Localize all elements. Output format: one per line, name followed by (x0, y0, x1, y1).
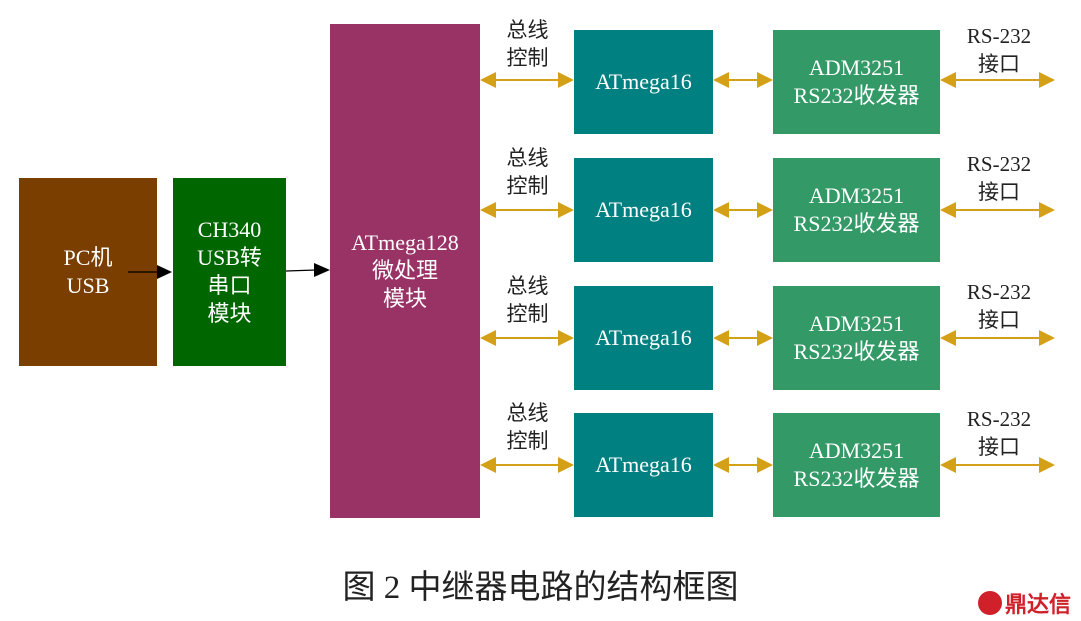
port-label-line: RS-232 (966, 407, 1032, 431)
xcvr-label: RS232收发器 (793, 83, 920, 108)
adm3251-block: ADM3251 RS232收发器 (773, 158, 940, 262)
rs232-arrow (940, 72, 1055, 88)
figure-caption: 图 2 中继器电路的结构框图 (342, 570, 739, 606)
bus-arrow (480, 330, 574, 346)
pc-label: PC机 (63, 245, 113, 270)
atmega16-block: ATmega16 (574, 30, 713, 134)
mcu-label: ATmega128 (351, 230, 459, 255)
ch340-label: 串口 (207, 273, 252, 298)
adm3251-block: ADM3251 RS232收发器 (773, 413, 940, 517)
bus-label-line: 总线 (506, 401, 549, 425)
rs232-arrow (940, 202, 1055, 218)
xcvr-label: ADM3251 (808, 311, 905, 336)
bus-control-label: 总线 控制 (495, 144, 560, 200)
bus-label-line: 总线 (506, 146, 549, 170)
logo-text: 鼎达信 (1005, 593, 1072, 618)
atmega16-block: ATmega16 (574, 286, 713, 390)
adm3251-block: ADM3251 RS232收发器 (773, 30, 940, 134)
atmega16-block: ATmega16 (574, 158, 713, 262)
rs232-port-label: RS-232 接口 (955, 405, 1043, 461)
port-label-line: RS-232 (966, 280, 1032, 304)
rs232-port-label: RS-232 接口 (955, 22, 1043, 78)
link-arrow (713, 330, 773, 346)
link-arrow (713, 457, 773, 473)
pc-label: USB (66, 273, 110, 298)
bus-label-line: 控制 (506, 429, 549, 453)
port-label-line: 接口 (978, 180, 1020, 204)
xcvr-label: RS232收发器 (793, 211, 920, 236)
rs232-arrow (940, 330, 1055, 346)
atmega16-label: ATmega16 (595, 325, 692, 350)
bus-label-line: 总线 (506, 18, 549, 42)
port-label-line: 接口 (978, 435, 1020, 459)
watermark-logo: 鼎达信 (978, 587, 1071, 619)
bus-label-line: 控制 (506, 302, 549, 326)
mcu-label: 模块 (382, 286, 427, 311)
atmega16-label: ATmega16 (595, 69, 692, 94)
logo-icon (978, 591, 1002, 615)
xcvr-label: RS232收发器 (793, 339, 920, 364)
rs232-port-label: RS-232 接口 (955, 278, 1043, 334)
atmega128-block: ATmega128 微处理 模块 (330, 24, 480, 518)
bus-control-label: 总线 控制 (495, 399, 560, 455)
port-label-line: 接口 (978, 52, 1020, 76)
bus-label-line: 总线 (506, 274, 549, 298)
mcu-label: 微处理 (371, 258, 438, 283)
xcvr-label: ADM3251 (808, 55, 905, 80)
rs232-arrow (940, 457, 1055, 473)
bus-label-line: 控制 (506, 174, 549, 198)
bus-arrow (480, 72, 574, 88)
ch340-label: CH340 (197, 217, 262, 242)
bus-arrow (480, 457, 574, 473)
ch340-block: CH340 USB转 串口 模块 (173, 178, 286, 366)
atmega16-block: ATmega16 (574, 413, 713, 517)
port-label-line: RS-232 (966, 152, 1032, 176)
atmega16-label: ATmega16 (595, 197, 692, 222)
port-label-line: RS-232 (966, 24, 1032, 48)
adm3251-block: ADM3251 RS232收发器 (773, 286, 940, 390)
link-arrow (713, 202, 773, 218)
bus-control-label: 总线 控制 (495, 272, 560, 328)
link-arrow (713, 72, 773, 88)
ch340-label: USB转 (197, 245, 262, 270)
port-label-line: 接口 (978, 308, 1020, 332)
bus-arrow (480, 202, 574, 218)
bus-control-label: 总线 控制 (495, 16, 560, 72)
ch340-label: 模块 (207, 301, 252, 326)
xcvr-label: ADM3251 (808, 183, 905, 208)
atmega16-label: ATmega16 (595, 452, 692, 477)
arrow-ch340-to-mcu (285, 269, 317, 272)
bus-label-line: 控制 (506, 46, 549, 70)
xcvr-label: ADM3251 (808, 438, 905, 463)
xcvr-label: RS232收发器 (793, 466, 920, 491)
rs232-port-label: RS-232 接口 (955, 150, 1043, 206)
